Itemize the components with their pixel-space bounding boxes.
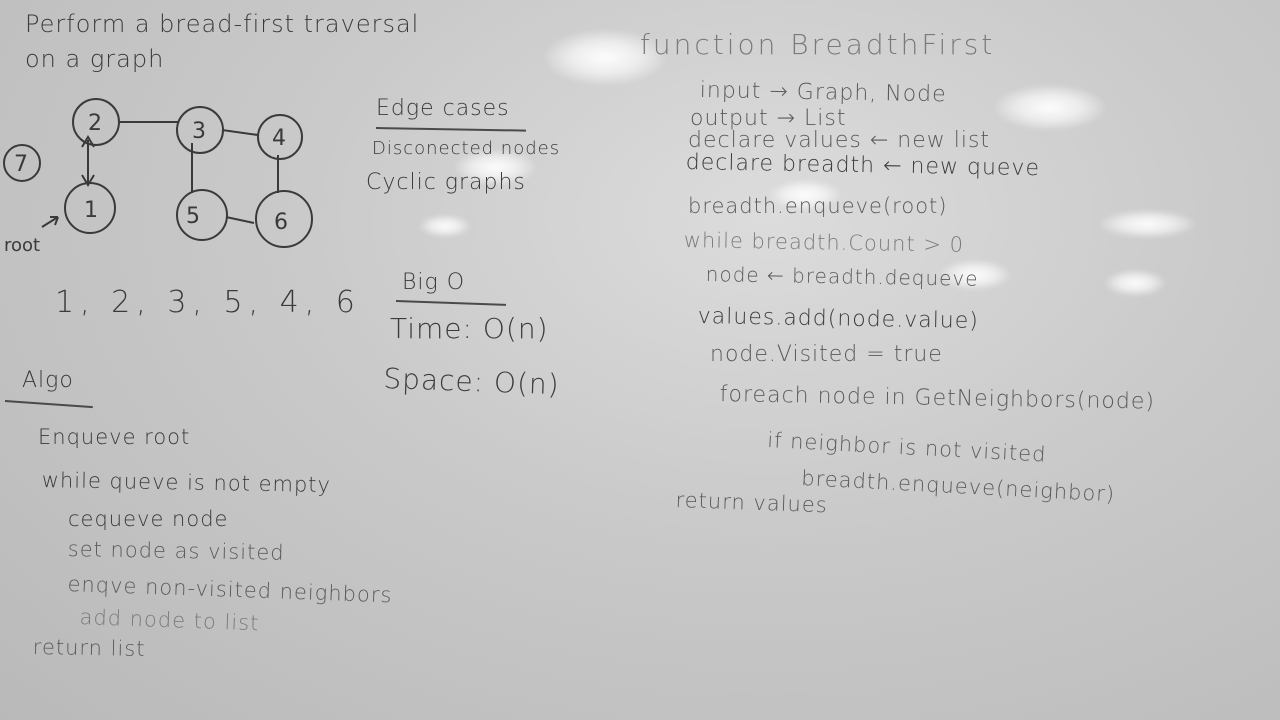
function-line: input → Graph, Node — [699, 78, 947, 108]
function-line: breadth.enqueve(root) — [688, 194, 948, 218]
function-line: values.add(node.value) — [697, 304, 980, 334]
root-arrow — [41, 216, 59, 228]
traversal-order: 1, 2, 3, 5, 4, 6 — [55, 285, 361, 320]
light-glare — [420, 215, 470, 237]
edge-cases-underline — [375, 127, 526, 132]
big-o-title: Big O — [402, 270, 466, 295]
node-1 — [64, 182, 116, 234]
graph-diagram: 7 2 3 4 1 5 6 root — [3, 98, 313, 255]
node-2-label: 2 — [88, 111, 102, 136]
algo-title: Algo — [22, 368, 74, 393]
node-3-label: 3 — [192, 119, 206, 144]
node-7-label: 7 — [14, 152, 28, 177]
double-arrow — [81, 135, 95, 187]
node-4 — [257, 114, 303, 160]
node-6 — [255, 190, 313, 248]
node-3 — [176, 106, 224, 154]
problem-line-2: on a graph — [25, 45, 165, 73]
function-line: declare values ← new list — [688, 128, 991, 153]
function-line: breadth.enqueve(neighbor) — [800, 466, 1116, 507]
function-line: if neighbor is not visited — [766, 428, 1048, 467]
light-glare — [545, 30, 665, 85]
function-line: declare breadth ← new queve — [685, 150, 1041, 182]
node-2 — [72, 98, 120, 146]
function-line: output → List — [690, 106, 847, 131]
edge-case-item: Cyclic graphs — [366, 170, 526, 195]
node-5 — [176, 189, 228, 241]
light-glare — [1100, 210, 1195, 238]
algo-step: cequeve node — [68, 507, 229, 531]
function-header: function BreadthFirst — [640, 28, 996, 61]
edge-3-4 — [221, 129, 259, 136]
big-o-space: Space: O(n) — [382, 362, 561, 402]
algo-step: add node to list — [79, 605, 260, 636]
node-4-label: 4 — [272, 126, 286, 151]
algo-step: return list — [32, 635, 146, 661]
node-6-label: 6 — [274, 210, 288, 235]
function-line: return values — [675, 488, 829, 518]
root-label: root — [4, 235, 40, 255]
function-line: node ← breadth.dequeve — [705, 262, 979, 291]
problem-line-1: Perform a bread-first traversal — [25, 10, 420, 38]
big-o-time: Time: O(n) — [390, 312, 549, 345]
big-o-underline — [395, 300, 506, 306]
node-5-label: 5 — [186, 204, 200, 229]
light-glare — [455, 150, 535, 185]
algo-underline — [4, 400, 93, 409]
light-glare — [1105, 270, 1165, 296]
edge-case-item: Disconected nodes — [372, 138, 561, 159]
light-glare — [770, 180, 840, 210]
function-line: foreach node in GetNeighbors(node) — [719, 382, 1156, 415]
function-line: while breadth.Count > 0 — [683, 228, 965, 257]
algo-step: while queve is not empty — [41, 468, 332, 498]
light-glare — [940, 260, 1010, 290]
edge-cases-title: Edge cases — [376, 96, 510, 121]
node-7 — [3, 144, 41, 182]
node-1-label: 1 — [84, 198, 98, 223]
algo-step: set node as visited — [67, 537, 285, 565]
light-glare — [995, 85, 1105, 130]
algo-step: Enqueve root — [38, 425, 191, 449]
function-line: node.Visited = true — [710, 342, 943, 367]
edge-5-6 — [225, 216, 255, 224]
algo-step: enqve non-visited neighbors — [67, 572, 393, 608]
